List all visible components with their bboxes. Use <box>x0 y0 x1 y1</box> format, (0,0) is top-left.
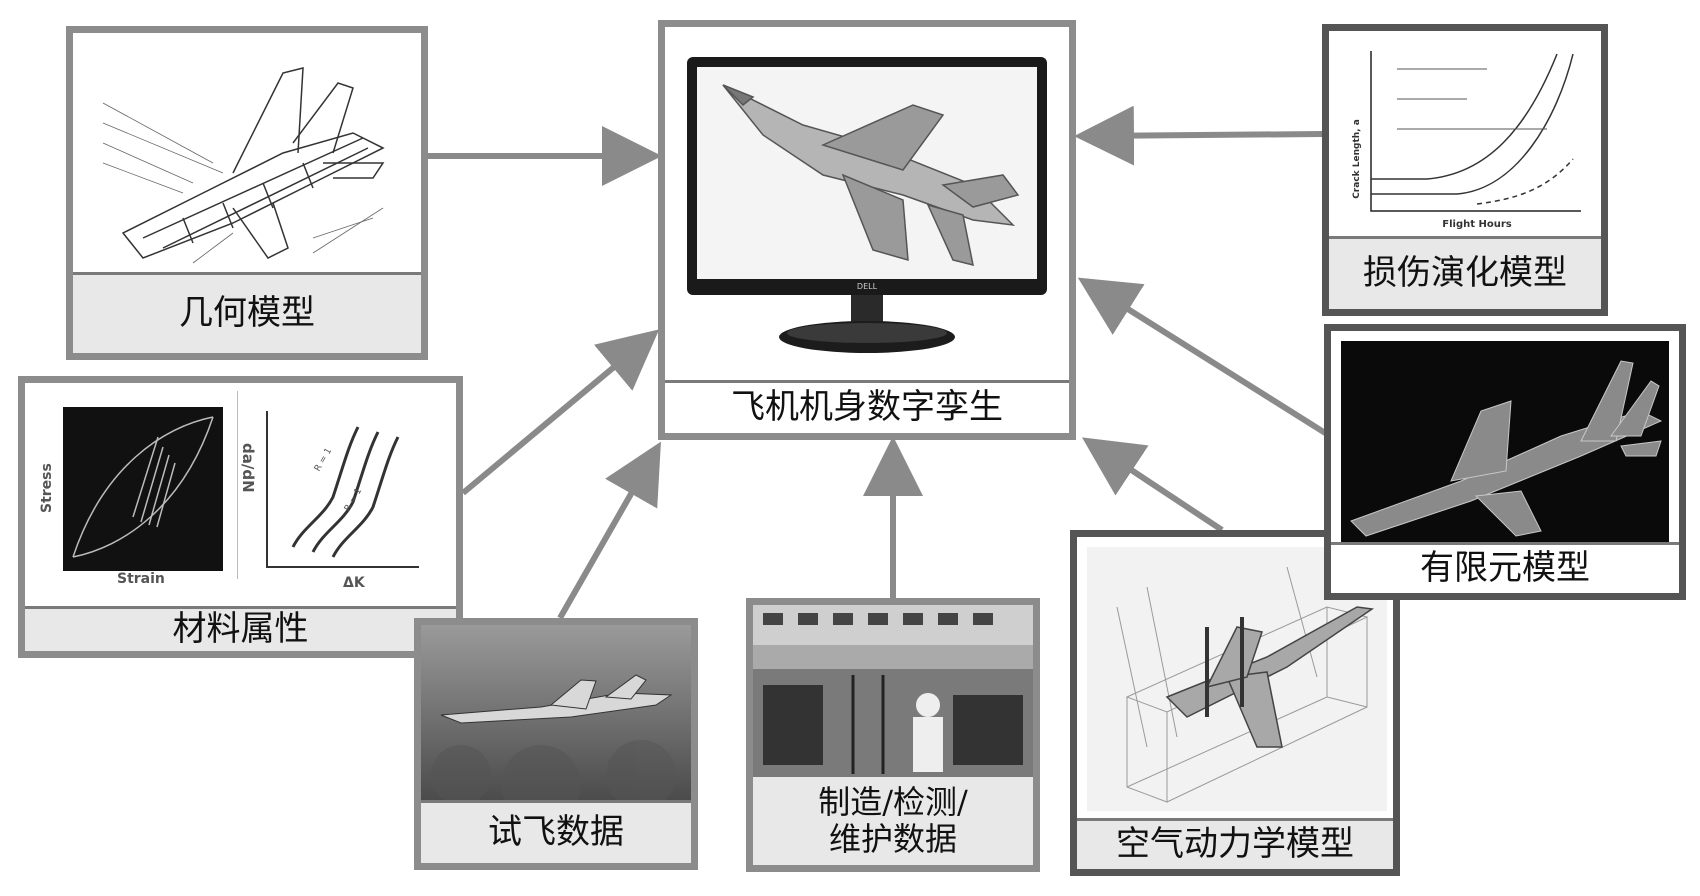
damage-plot: Flight Hours Crack Length, a <box>1337 39 1593 239</box>
damage-node: Flight Hours Crack Length, a 损伤演化模型 <box>1322 24 1608 316</box>
manufacturing-label-text: 制造/检测/ 维护数据 <box>818 783 968 858</box>
aero-image <box>1087 547 1387 811</box>
arrow-fem-to-center <box>1077 277 1332 439</box>
fem-image <box>1341 341 1669 549</box>
geometry-image <box>83 43 411 283</box>
center-label-text: 飞机机身数字孪生 <box>731 387 1003 428</box>
damage-label: 损伤演化模型 <box>1329 236 1601 309</box>
flight-test-node: 试飞数据 <box>414 618 698 870</box>
material-divider <box>237 391 238 579</box>
aero-label: 空气动力学模型 <box>1077 818 1393 869</box>
geometry-label: 几何模型 <box>73 272 421 353</box>
monitor-brand: DELL <box>857 282 878 291</box>
fem-node: 有限元模型 <box>1324 324 1686 600</box>
flight-test-label: 试飞数据 <box>421 800 691 863</box>
dk-axis-label: ΔK <box>343 575 365 591</box>
fem-label-text: 有限元模型 <box>1420 548 1590 589</box>
manufacturing-node: 制造/检测/ 维护数据 <box>746 598 1040 872</box>
damage-ylabel: Crack Length, a <box>1352 119 1362 199</box>
fem-label: 有限元模型 <box>1331 542 1679 593</box>
manufacturing-label: 制造/检测/ 维护数据 <box>753 774 1033 865</box>
aero-node: 空气动力学模型 <box>1070 530 1400 876</box>
arrow-aero-to-center <box>1081 437 1224 533</box>
center-node: DELL 飞机机身数字孪生 <box>658 20 1076 440</box>
strain-axis-label: Strain <box>117 571 165 587</box>
flight-test-label-text: 试飞数据 <box>488 812 624 853</box>
material-label: 材料属性 <box>25 606 456 651</box>
arrow-damage-to-center <box>1074 105 1323 166</box>
material-crack-growth-plot <box>263 407 423 571</box>
damage-xlabel: Flight Hours <box>1442 219 1512 230</box>
material-label-text: 材料属性 <box>172 609 309 650</box>
manufacturing-image <box>753 605 1033 777</box>
arrow-flight-to-center <box>557 441 661 620</box>
stress-axis-label: Stress <box>39 463 55 513</box>
material-node: Stress Strain da/dN R = 1 R = 1 ΔK 材料属性 <box>18 376 463 658</box>
material-stress-strain-plot <box>63 407 223 571</box>
geometry-label-text: 几何模型 <box>179 293 315 334</box>
aero-label-text: 空气动力学模型 <box>1116 824 1354 865</box>
center-label: 飞机机身数字孪生 <box>665 380 1069 433</box>
arrow-material-to-center <box>461 329 660 496</box>
damage-label-text: 损伤演化模型 <box>1363 253 1567 294</box>
flight-test-image <box>421 625 691 803</box>
monitor-image: DELL <box>673 35 1061 367</box>
geometry-node: 几何模型 <box>66 26 428 360</box>
dadn-axis-label: da/dN <box>239 443 257 493</box>
